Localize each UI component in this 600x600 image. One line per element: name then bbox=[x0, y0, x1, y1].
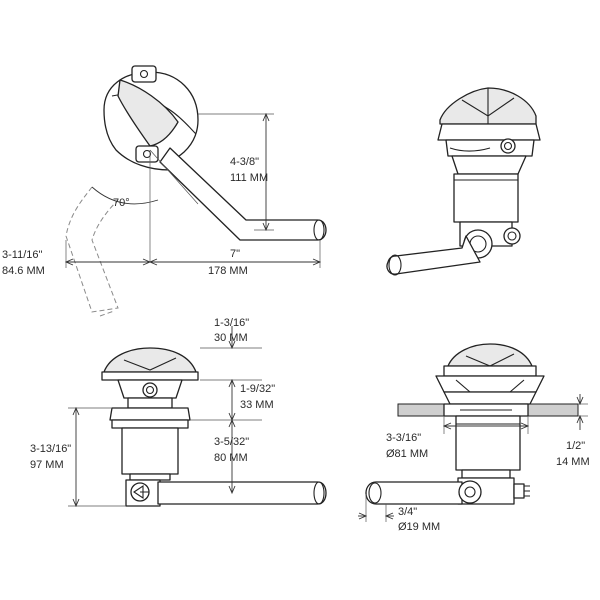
dim-rise-imperial: 4-3/8" bbox=[230, 156, 259, 168]
view-side-swing: 70° 4-3/8" 111 MM 7" 178 MM 3-11/16" 84.… bbox=[2, 65, 327, 317]
dim-escutcheon-imperial: 3-3/16" bbox=[386, 432, 421, 444]
lever-handle-front bbox=[157, 481, 327, 505]
lever-handle-installed bbox=[365, 481, 463, 505]
dim-handle-dia-metric: Ø19 MM bbox=[398, 521, 440, 533]
view-front: 1-3/16" 30 MM 1-9/32" 33 MM 3-5/32" 80 M… bbox=[30, 317, 327, 508]
dim-offset-metric: 84.6 MM bbox=[2, 265, 45, 277]
angle-label: 70° bbox=[113, 197, 130, 209]
deck-left bbox=[397, 403, 445, 417]
dim-length-imperial: 7" bbox=[230, 248, 240, 260]
dim-cap-metric: 30 MM bbox=[214, 332, 248, 344]
handle-ghost-outline bbox=[65, 186, 119, 313]
dim-deck-metric: 14 MM bbox=[556, 456, 590, 468]
dim-cap-imperial: 1-3/16" bbox=[214, 317, 249, 329]
dim-escutcheon-metric: Ø81 MM bbox=[386, 448, 428, 460]
dim-deck-imperial: 1/2" bbox=[566, 440, 585, 452]
dim-handle-dia-imperial: 3/4" bbox=[398, 506, 417, 518]
dim-offset-imperial: 3-11/16" bbox=[2, 249, 42, 261]
dim-rise-metric: 111 MM bbox=[230, 172, 268, 184]
dim-trim-metric: 33 MM bbox=[240, 399, 274, 411]
deck-right bbox=[527, 403, 579, 417]
view-installed: 3-3/16" Ø81 MM 1/2" 14 MM 3/4" Ø19 MM bbox=[358, 343, 590, 533]
dim-body-imperial: 3-5/32" bbox=[214, 436, 249, 448]
dim-body-metric: 80 MM bbox=[214, 452, 248, 464]
dim-trim-imperial: 1-9/32" bbox=[240, 383, 275, 395]
view-isometric bbox=[386, 87, 541, 276]
dim-overall-imperial: 3-13/16" bbox=[30, 443, 71, 455]
angle-arc bbox=[91, 186, 159, 205]
lever-handle-iso bbox=[386, 235, 481, 275]
dim-overall-metric: 97 MM bbox=[30, 459, 64, 471]
dim-length-metric: 178 MM bbox=[208, 265, 248, 277]
